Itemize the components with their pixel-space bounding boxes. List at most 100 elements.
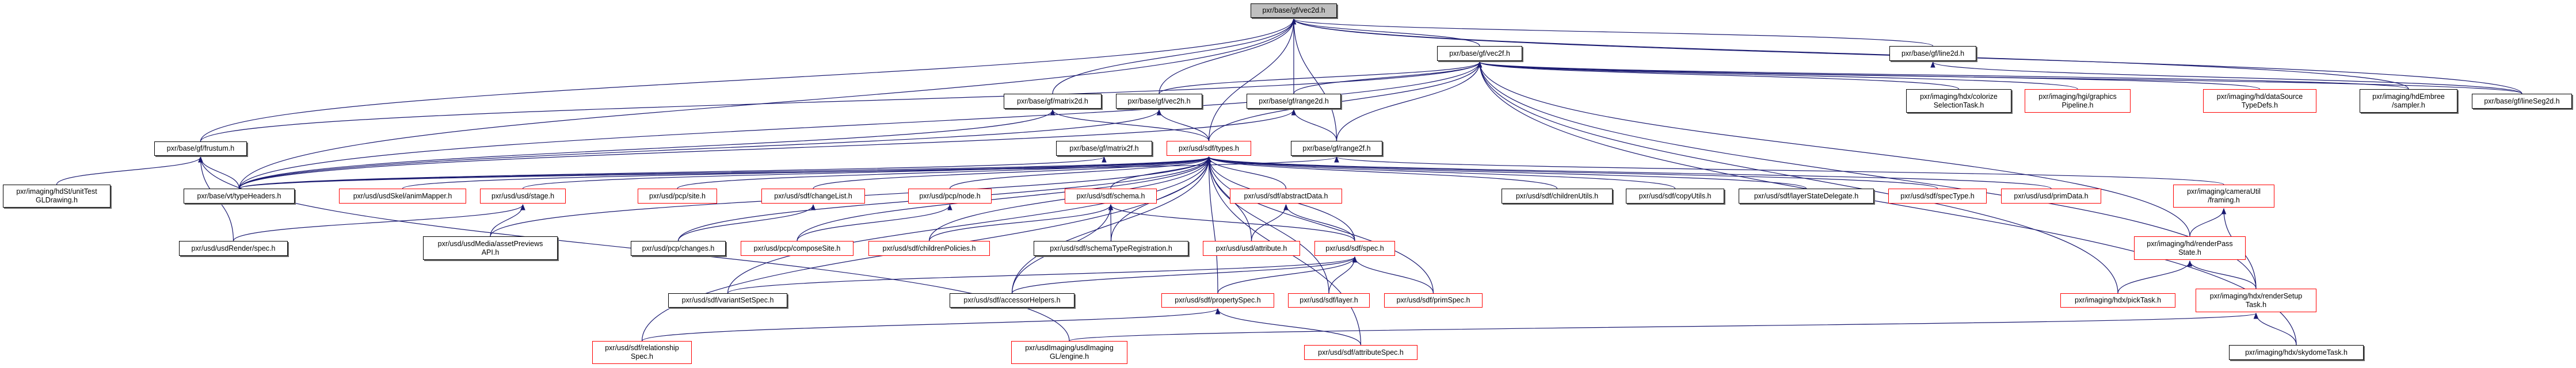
node-frustum[interactable]: pxr/base/gf/frustum.h xyxy=(154,141,247,156)
edge-variantSetSpec-to-spec xyxy=(727,256,1357,294)
edge-vec2h-to-vec2f xyxy=(1159,61,1483,94)
node-pickTask[interactable]: pxr/imaging/hdx/pickTask.h xyxy=(2060,293,2175,308)
edge-renderPassState-to-framing xyxy=(2189,208,2227,237)
edge-skydomeTask-to-renderSetupTask xyxy=(2253,312,2297,346)
node-label: pxr/base/gf/range2d.h xyxy=(1259,97,1329,105)
edge-typeHeaders-to-range2f xyxy=(238,156,1339,189)
node-label: pxr/usd/usdMedia/assetPreviews xyxy=(437,239,543,248)
node-label: pxr/usd/sdf/abstractData.h xyxy=(1244,191,1328,200)
node-layer[interactable]: pxr/usd/sdf/layer.h xyxy=(1288,293,1370,308)
node-label: pxr/usd/sdf/accessorHelpers.h xyxy=(963,296,1061,304)
node-attributeSpec[interactable]: pxr/usd/sdf/attributeSpec.h xyxy=(1304,345,1417,360)
node-stage[interactable]: pxr/usd/usd/stage.h xyxy=(480,189,566,204)
edge-framing-to-range2f xyxy=(1334,156,2224,185)
node-framing[interactable]: pxr/imaging/cameraUtil/framing.h xyxy=(2173,185,2274,208)
node-node[interactable]: pxr/usd/pcp/node.h xyxy=(908,189,992,204)
edge-typeHeaders-to-vec2h xyxy=(238,109,1162,189)
edge-changeList-to-types xyxy=(813,156,1211,189)
node-composeSite[interactable]: pxr/usd/pcp/composeSite.h xyxy=(741,241,853,256)
node-label: pxr/usd/sdf/types.h xyxy=(1179,144,1239,152)
node-label: pxr/base/vt/typeHeaders.h xyxy=(197,191,281,200)
node-schemaTypeRegistration[interactable]: pxr/usd/sdf/schemaTypeRegistration.h xyxy=(1034,241,1188,256)
node-attribute[interactable]: pxr/usd/usd/attribute.h xyxy=(1203,241,1300,256)
node-label: pxr/usd/sdf/attributeSpec.h xyxy=(1318,348,1404,356)
node-range2d[interactable]: pxr/base/gf/range2d.h xyxy=(1247,94,1341,109)
edge-layer-to-types xyxy=(1206,156,1329,294)
node-usdRenderSpec[interactable]: pxr/usd/usdRender/spec.h xyxy=(179,241,288,256)
node-copyUtils[interactable]: pxr/usd/sdf/copyUtils.h xyxy=(1626,189,1724,204)
edge-node-to-types xyxy=(949,156,1211,189)
node-abstractData[interactable]: pxr/usd/sdf/abstractData.h xyxy=(1230,189,1342,204)
edge-stage-to-types xyxy=(522,156,1211,189)
node-skydomeTask[interactable]: pxr/imaging/hdx/skydomeTask.h xyxy=(2229,345,2364,360)
node-vec2d[interactable]: pxr/base/gf/vec2d.h xyxy=(1251,3,1337,18)
edge-lineSeg2d-to-line2d xyxy=(1930,61,2522,94)
node-label: pxr/imaging/hdx/skydomeTask.h xyxy=(2245,348,2348,356)
node-variantSetSpec[interactable]: pxr/usd/sdf/variantSetSpec.h xyxy=(668,293,787,308)
node-accessorHelpers[interactable]: pxr/usd/sdf/accessorHelpers.h xyxy=(950,293,1074,308)
node-label: pxr/imaging/hdx/pickTask.h xyxy=(2074,296,2162,304)
node-label: Spec.h xyxy=(631,352,653,361)
node-primData[interactable]: pxr/usd/usd/primData.h xyxy=(2001,189,2101,204)
node-label: pxr/usd/sdf/changeList.h xyxy=(774,191,852,200)
node-spec[interactable]: pxr/usd/sdf/spec.h xyxy=(1314,241,1395,256)
edge-accessorHelpers-to-spec xyxy=(1011,256,1358,294)
node-specType[interactable]: pxr/usd/sdf/specType.h xyxy=(1888,189,1987,204)
node-primSpec[interactable]: pxr/usd/sdf/primSpec.h xyxy=(1384,293,1483,308)
node-vec2f[interactable]: pxr/base/gf/vec2f.h xyxy=(1437,46,1522,61)
edge-typeHeaders-to-matrix2d xyxy=(238,109,1055,189)
edge-abstractData-to-types xyxy=(1206,156,1287,189)
node-layerStateDelegate[interactable]: pxr/usd/sdf/layerStateDelegate.h xyxy=(1739,189,1874,204)
edge-vec2h-to-vec2d xyxy=(1159,18,1297,94)
edge-spec-to-schema xyxy=(1108,204,1355,241)
node-changeList[interactable]: pxr/usd/sdf/changeList.h xyxy=(761,189,865,204)
edge-types-to-vec2d xyxy=(1208,18,1297,141)
node-matrix2d[interactable]: pxr/base/gf/matrix2d.h xyxy=(1004,94,1102,109)
edge-changes-to-changeList xyxy=(677,204,816,241)
node-childrenPolicies[interactable]: pxr/usd/sdf/childrenPolicies.h xyxy=(868,241,990,256)
node-label: pxr/usd/usd/stage.h xyxy=(491,191,555,200)
edge-typeHeaders-to-frustum xyxy=(198,156,240,189)
node-label: pxr/usd/sdf/copyUtils.h xyxy=(1638,191,1712,200)
node-label: /sampler.h xyxy=(2392,101,2425,109)
edge-childrenUtils-to-types xyxy=(1206,156,1558,189)
node-label: API.h xyxy=(481,248,500,256)
edge-primSpec-to-types xyxy=(1206,156,1434,294)
node-label: pxr/base/gf/range2f.h xyxy=(1302,144,1371,152)
node-typeHeaders[interactable]: pxr/base/vt/typeHeaders.h xyxy=(184,189,295,204)
node-label: pxr/usd/usd/attribute.h xyxy=(1215,244,1287,252)
node-types[interactable]: pxr/usd/sdf/types.h xyxy=(1167,141,1251,156)
node-propertySpec[interactable]: pxr/usd/sdf/propertySpec.h xyxy=(1161,293,1274,308)
node-label: pxr/usd/pcp/node.h xyxy=(919,191,981,200)
node-label: pxr/usd/pcp/composeSite.h xyxy=(753,244,841,252)
node-matrix2f[interactable]: pxr/base/gf/matrix2f.h xyxy=(1056,141,1152,156)
node-range2f[interactable]: pxr/base/gf/range2f.h xyxy=(1291,141,1382,156)
node-line2d[interactable]: pxr/base/gf/line2d.h xyxy=(1889,46,1976,61)
node-lineSeg2d[interactable]: pxr/base/gf/lineSeg2d.h xyxy=(2472,94,2572,109)
edge-types-to-vec2f xyxy=(1208,61,1483,141)
edge-frustum-to-vec2d xyxy=(200,18,1297,142)
edge-assetPreviews-to-stage xyxy=(490,204,525,237)
edge-pickTask-to-vec2f xyxy=(1477,61,2118,294)
node-sampler[interactable]: pxr/imaging/hdEmbree/sampler.h xyxy=(2360,89,2457,113)
node-schema[interactable]: pxr/usd/sdf/schema.h xyxy=(1065,189,1157,204)
node-site[interactable]: pxr/usd/pcp/site.h xyxy=(638,189,717,204)
node-animMapper[interactable]: pxr/usd/usdSkel/animMapper.h xyxy=(339,189,466,204)
node-childrenUtils[interactable]: pxr/usd/sdf/childrenUtils.h xyxy=(1502,189,1613,204)
node-vec2h[interactable]: pxr/base/gf/vec2h.h xyxy=(1116,94,1202,109)
node-label: TypeDefs.h xyxy=(2241,101,2278,109)
node-label: pxr/base/gf/matrix2f.h xyxy=(1069,144,1139,152)
edge-attributeSpec-to-propertySpec xyxy=(1215,308,1362,346)
node-label: pxr/usd/sdf/relationship xyxy=(605,344,679,352)
node-changes[interactable]: pxr/usd/pcp/changes.h xyxy=(631,241,726,256)
